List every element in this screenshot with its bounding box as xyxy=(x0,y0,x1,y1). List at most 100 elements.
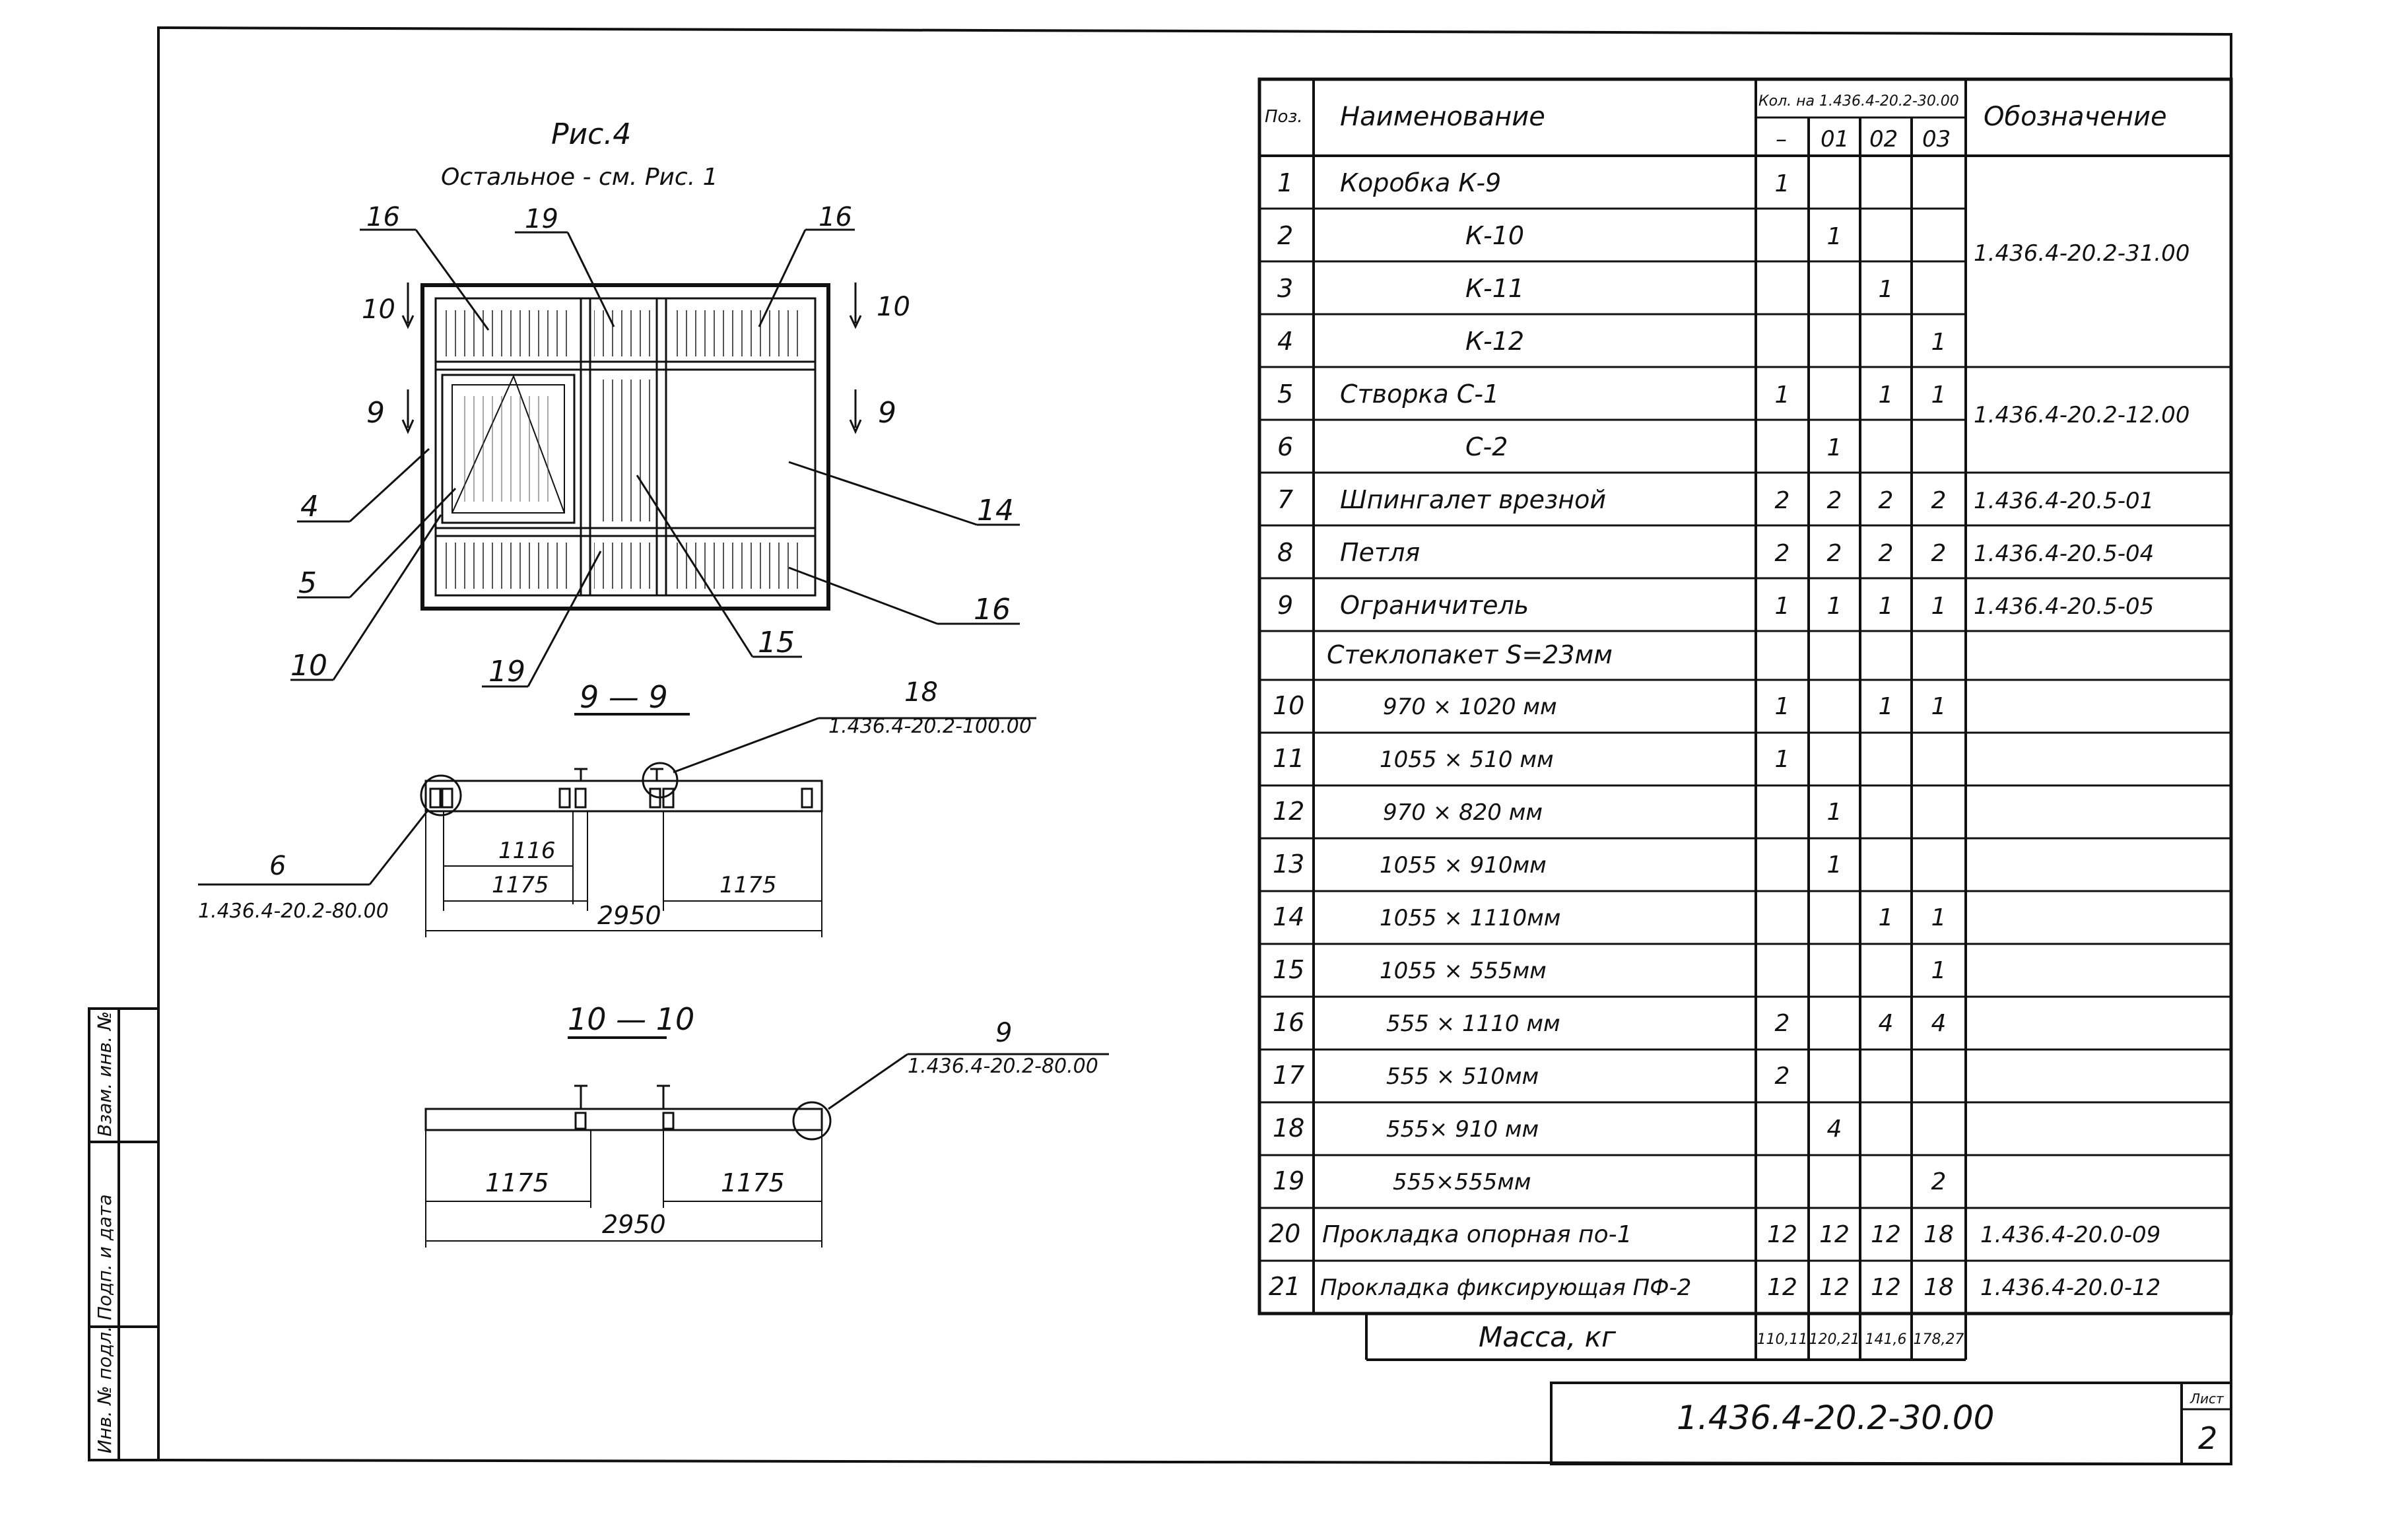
mass-2: 120,21 xyxy=(1809,1331,1860,1348)
window-elevation xyxy=(420,283,830,611)
row-pos-11: 11 xyxy=(1273,744,1304,773)
label-cut9-left: 9 xyxy=(366,396,385,430)
label-14: 14 xyxy=(977,494,1014,527)
row-pos-1: 1 xyxy=(1277,168,1293,197)
row-pos-6: 6 xyxy=(1277,432,1293,461)
title-block xyxy=(1550,1382,2232,1465)
qty-cell: 1 xyxy=(1827,799,1842,826)
label-19-top: 19 xyxy=(525,204,558,234)
qty-cell: 2 xyxy=(1827,540,1842,567)
row-name-9: Ограничитель xyxy=(1340,591,1529,620)
label-cut10-left: 10 xyxy=(362,294,395,325)
qty-cell: 4 xyxy=(1931,1010,1947,1037)
qty-cell: 12 xyxy=(1871,1274,1901,1301)
qty-cell: 1 xyxy=(1827,223,1842,250)
qty-cell: 18 xyxy=(1923,1274,1954,1301)
qty-cell: 1 xyxy=(1775,746,1790,773)
row-pos-8: 8 xyxy=(1277,538,1293,567)
desig-1-4: 1.436.4-20.2-31.00 xyxy=(1974,240,2190,267)
dim-2950: 2950 xyxy=(597,901,661,930)
callout-9-ref: 1.436.4-20.2-80.00 xyxy=(908,1055,1098,1078)
row-pos-20: 20 xyxy=(1269,1219,1300,1248)
dim-1175-right-b: 1175 xyxy=(721,1168,785,1197)
callout-6-ref: 1.436.4-20.2-80.00 xyxy=(198,900,389,923)
row-pos-21: 21 xyxy=(1269,1272,1300,1301)
qty-cell: 18 xyxy=(1923,1221,1954,1248)
qty-cell: 1 xyxy=(1931,382,1947,409)
qty-cell: 1 xyxy=(1931,329,1947,356)
stamp-podp-data: Подп. и дата xyxy=(94,1194,116,1320)
row-name-13: 1055 × 910мм xyxy=(1380,852,1547,879)
dim-2950-b: 2950 xyxy=(602,1210,666,1239)
qty-cell: 1 xyxy=(1879,593,1894,620)
header-qty: Кол. на 1.436.4-20.2-30.00 xyxy=(1758,93,1959,110)
row-name-11: 1055 × 510 мм xyxy=(1380,747,1554,773)
mass-1: 110,11 xyxy=(1757,1331,1808,1348)
sheet-number: 2 xyxy=(2198,1420,2217,1456)
qty-cell: 2 xyxy=(1827,487,1842,514)
label-16-top-left: 16 xyxy=(366,202,400,232)
qty-cell: 1 xyxy=(1827,593,1842,620)
label-19-bottom: 19 xyxy=(488,655,525,688)
mass-4: 178,27 xyxy=(1914,1331,1964,1348)
row-pos-7: 7 xyxy=(1277,485,1293,514)
sheet-label: Лист xyxy=(2190,1391,2224,1407)
row-name-4: К-12 xyxy=(1465,327,1524,356)
qty-cell: 4 xyxy=(1879,1010,1894,1037)
label-16-bottom: 16 xyxy=(974,593,1011,626)
qty-cell: 12 xyxy=(1767,1221,1797,1248)
label-cut10-right: 10 xyxy=(877,292,910,322)
row-pos-14: 14 xyxy=(1273,902,1304,931)
row-name-2: К-10 xyxy=(1465,221,1524,250)
header-col1: – xyxy=(1776,126,1787,152)
row-name-8: Петля xyxy=(1340,538,1420,567)
header-col4: 03 xyxy=(1922,126,1951,152)
qty-cell: 2 xyxy=(1931,540,1947,567)
row-name-17: 555 × 510мм xyxy=(1386,1063,1539,1090)
label-4: 4 xyxy=(300,490,319,523)
row-name-glass: Стеклопакет S=23мм xyxy=(1327,640,1613,669)
callout-6-num: 6 xyxy=(269,851,286,881)
desig-5-6: 1.436.4-20.2-12.00 xyxy=(1974,402,2190,428)
header-col3: 02 xyxy=(1869,126,1898,152)
dim-1116: 1116 xyxy=(498,838,556,864)
row-name-7: Шпингалет врезной xyxy=(1340,485,1606,514)
row-pos-15: 15 xyxy=(1273,955,1304,984)
qty-cell: 1 xyxy=(1931,593,1947,620)
qty-cell: 12 xyxy=(1819,1221,1850,1248)
qty-cell: 1 xyxy=(1775,382,1790,409)
stamp-vzam-inv: Взам. инв. № xyxy=(94,1011,116,1137)
spec-rows: 1 Коробка К-9 2 К-10 3 К-11 4 К-12 5 Ств… xyxy=(1269,168,1691,1301)
qty-cell: 2 xyxy=(1775,487,1790,514)
qty-cell: 2 xyxy=(1931,487,1947,514)
row-name-3: К-11 xyxy=(1465,274,1524,303)
qty-cell: 12 xyxy=(1767,1274,1797,1301)
qty-cell: 1 xyxy=(1931,693,1947,720)
label-10: 10 xyxy=(290,649,327,683)
header-pos: Поз. xyxy=(1265,107,1303,127)
callout-9-num: 9 xyxy=(995,1018,1012,1048)
qty-cell: 1 xyxy=(1775,170,1790,197)
row-pos-17: 17 xyxy=(1273,1061,1304,1090)
spec-table-grid xyxy=(1257,77,2233,1361)
qty-cell: 2 xyxy=(1775,1063,1790,1090)
row-name-20: Прокладка опорная по-1 xyxy=(1322,1221,1632,1248)
callout-18-num: 18 xyxy=(904,677,938,708)
qty-cell: 1 xyxy=(1775,693,1790,720)
dim-1175-left: 1175 xyxy=(492,872,549,898)
figure-subtitle: Остальное - см. Рис. 1 xyxy=(441,164,718,191)
header-name: Наименование xyxy=(1340,102,1545,132)
row-name-1: Коробка К-9 xyxy=(1340,168,1501,197)
header-designation: Обозначение xyxy=(1984,102,2167,132)
label-5: 5 xyxy=(298,566,317,600)
row-pos-18: 18 xyxy=(1273,1114,1304,1143)
section-9-title: 9 — 9 xyxy=(580,679,668,715)
figure-title: Рис.4 xyxy=(551,117,631,151)
qty-cell: 1 xyxy=(1827,851,1842,879)
elevation-leaders xyxy=(290,228,1020,688)
label-15: 15 xyxy=(758,626,795,659)
qty-cell: 2 xyxy=(1931,1168,1947,1195)
row-pos-10: 10 xyxy=(1273,691,1304,720)
qty-cell: 4 xyxy=(1827,1116,1842,1143)
